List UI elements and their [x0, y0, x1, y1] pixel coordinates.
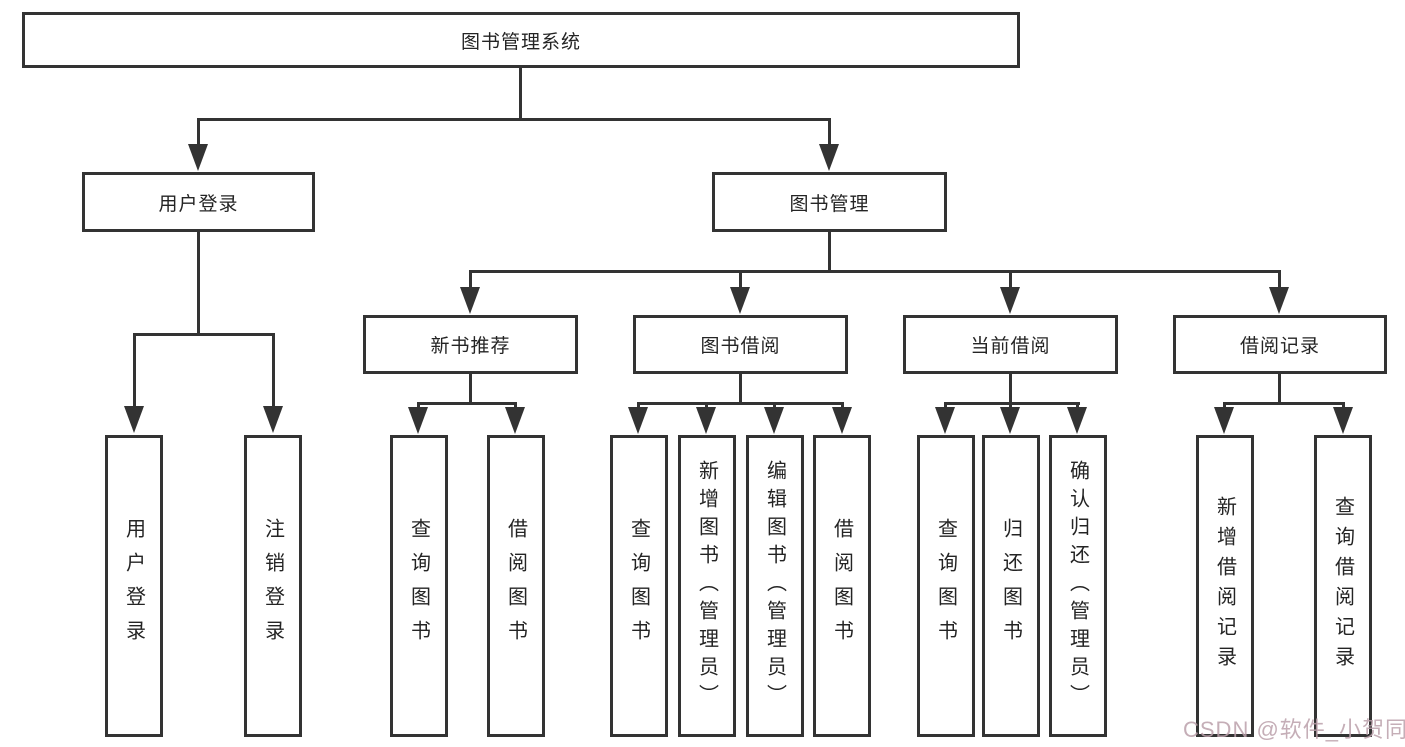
csdn-watermark: CSDN @软件_小贺同学 [1183, 717, 1405, 742]
arrowhead-icon [263, 406, 283, 433]
arrowhead-icon [819, 144, 839, 171]
leaf-add-borrow-record: 新增借阅记录 [1196, 435, 1254, 737]
connector-line [944, 402, 1080, 405]
arrowhead-icon [1214, 407, 1234, 434]
connector-line [197, 232, 200, 336]
arrowhead-icon [1000, 287, 1020, 314]
node-root-library-system: 图书管理系统 [22, 12, 1020, 68]
leaf-query-books-recommend: 查询图书 [390, 435, 448, 737]
connector-line [841, 402, 844, 410]
node-current-borrow: 当前借阅 [903, 315, 1118, 374]
connector-line [519, 66, 522, 120]
connector-line [469, 374, 472, 405]
leaf-borrow-books-recommend: 借阅图书 [487, 435, 545, 737]
connector-line [197, 118, 200, 148]
node-book-management: 图书管理 [712, 172, 947, 232]
connector-line [469, 270, 1281, 273]
arrowhead-icon [460, 287, 480, 314]
connector-line [1009, 270, 1012, 290]
arrowhead-icon [124, 406, 144, 433]
arrowhead-icon [188, 144, 208, 171]
connector-line [739, 270, 742, 290]
leaf-query-books-borrow: 查询图书 [610, 435, 668, 737]
connector-line [272, 333, 275, 409]
node-new-book-recommend: 新书推荐 [363, 315, 578, 374]
arrowhead-icon [505, 407, 525, 434]
leaf-confirm-return-admin: 确认归还（管理员） [1049, 435, 1107, 737]
connector-line [1223, 402, 1345, 405]
connector-line [1223, 402, 1226, 410]
arrowhead-icon [1269, 287, 1289, 314]
arrowhead-icon [764, 407, 784, 434]
connector-line [828, 118, 831, 148]
leaf-user-login: 用户登录 [105, 435, 163, 737]
leaf-query-borrow-record: 查询借阅记录 [1314, 435, 1372, 737]
connector-line [133, 333, 275, 336]
connector-line [705, 402, 708, 410]
arrowhead-icon [935, 407, 955, 434]
connector-line [1342, 402, 1345, 410]
arrowhead-icon [1333, 407, 1353, 434]
arrowhead-icon [730, 287, 750, 314]
connector-line [1009, 374, 1012, 405]
arrowhead-icon [628, 407, 648, 434]
connector-line [417, 402, 420, 410]
arrowhead-icon [1000, 407, 1020, 434]
leaf-borrow-books: 借阅图书 [813, 435, 871, 737]
connector-line [417, 402, 517, 405]
connector-line [514, 402, 517, 410]
connector-line [1278, 374, 1281, 405]
leaf-logout: 注销登录 [244, 435, 302, 737]
arrowhead-icon [408, 407, 428, 434]
connector-line [197, 118, 831, 121]
connector-line [944, 402, 947, 410]
arrowhead-icon [1067, 407, 1087, 434]
connector-line [1009, 402, 1012, 410]
node-user-login: 用户登录 [82, 172, 315, 232]
node-borrow-records: 借阅记录 [1173, 315, 1387, 374]
connector-line [469, 270, 472, 290]
connector-line [739, 374, 742, 405]
connector-line [637, 402, 640, 410]
leaf-add-books-admin: 新增图书（管理员） [678, 435, 736, 737]
connector-line [133, 333, 136, 409]
connector-line [828, 232, 831, 272]
connector-line [773, 402, 776, 410]
node-book-borrow: 图书借阅 [633, 315, 848, 374]
connector-line [1278, 270, 1281, 290]
connector-line [637, 402, 844, 405]
leaf-return-books: 归还图书 [982, 435, 1040, 737]
leaf-edit-books-admin: 编辑图书（管理员） [746, 435, 804, 737]
connector-line [1076, 402, 1079, 410]
leaf-query-books-current: 查询图书 [917, 435, 975, 737]
arrowhead-icon [832, 407, 852, 434]
arrowhead-icon [696, 407, 716, 434]
